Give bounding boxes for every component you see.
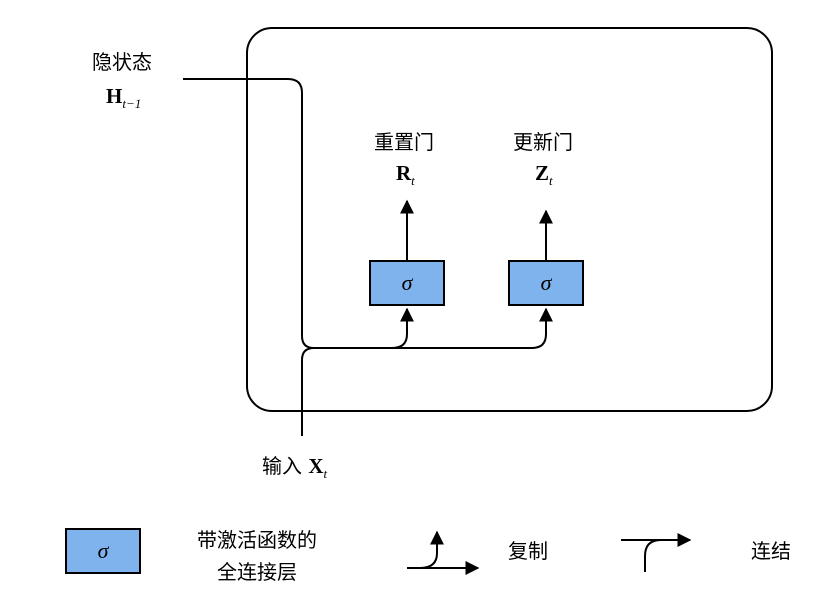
reset-gate-symbol: Rt [396,161,415,188]
reset-gate-sigma-box: σ [369,260,445,306]
input-symbol: Xt [308,454,328,481]
legend-fc-layer-label: 带激活函数的 全连接层 [197,528,317,584]
input-line [301,347,315,436]
reset-gate-label: 重置门 [374,130,434,154]
legend-concat-label: 连结 [751,539,791,563]
hidden-state-label: 隐状态 [92,50,152,74]
legend-sigma-box: σ [65,528,141,574]
update-gate-sigma-box: σ [508,260,584,306]
legend-copy-label: 复制 [508,539,548,563]
update-gate-symbol: Zt [535,161,553,188]
reset-gate-input-arrow [391,307,414,349]
gru-cell-boundary [246,27,773,412]
update-gate-label: 更新门 [513,130,573,154]
input-label: 输入 Xt [262,454,328,481]
update-gate-input-arrow [531,307,553,349]
hidden-state-symbol: Ht−1 [106,84,142,111]
hidden-state-line [183,78,315,349]
